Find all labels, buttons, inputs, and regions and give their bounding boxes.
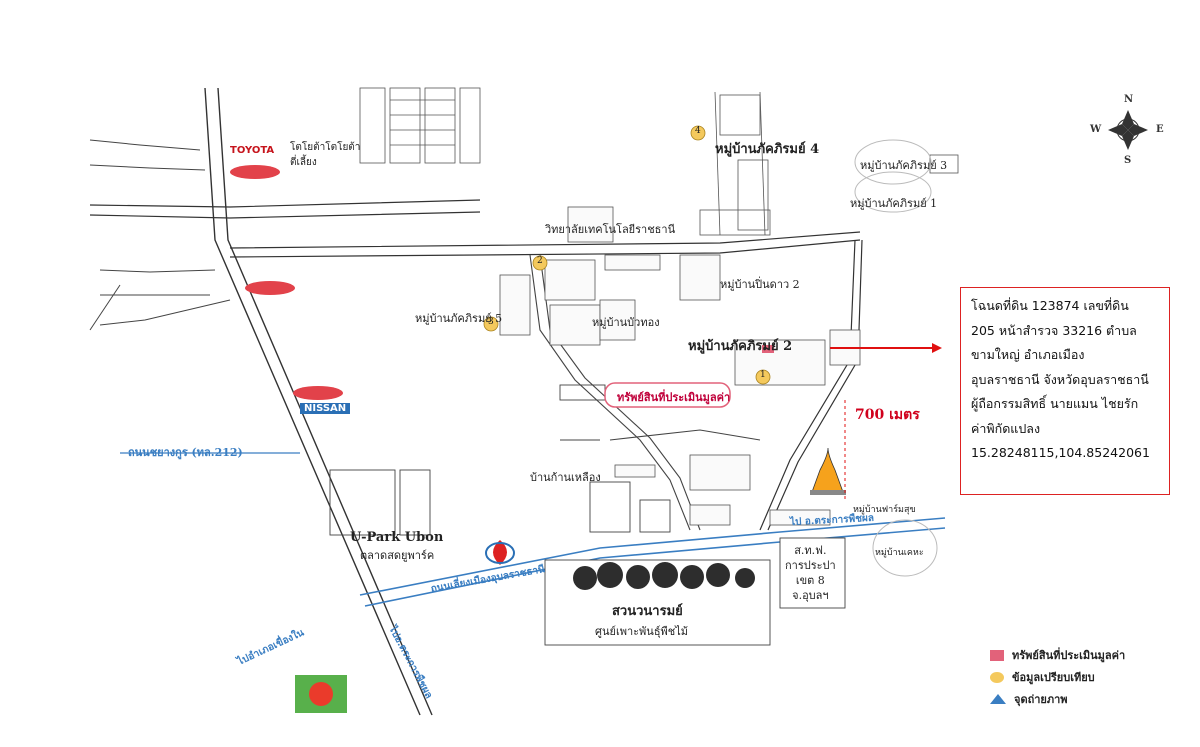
label-village-b: หมู่บ้านภัคภิรมย์ 1	[850, 197, 938, 210]
marker-4: 4	[695, 126, 701, 136]
photo-point-icon	[990, 694, 1006, 704]
ptt-icon	[485, 540, 515, 565]
label-distance: 700 เมตร	[855, 407, 920, 423]
store-logo	[295, 675, 347, 713]
info-line-1: โฉนดที่ดิน 123874 เลขที่ดิน	[971, 298, 1129, 313]
info-line-3: ขามใหญ่ อำเภอเมือง	[971, 347, 1085, 362]
roads-left	[89, 139, 231, 331]
info-line-2: 205 หน้าสำรวจ 33216 ตำบล	[971, 322, 1137, 338]
compass-e: E	[1156, 124, 1164, 135]
label-egat: ส.ท.ฟ. การประปา เขต 8 จ.อุบลฯ	[785, 544, 836, 602]
label-village5: หมู่บ้านภัคภิรมย์ 5	[415, 312, 503, 325]
road-center	[529, 254, 761, 531]
road-east	[759, 239, 863, 531]
marker-1: 1	[760, 370, 766, 380]
label-college: วิทยาลัยเทคโนโลยีราชธานี	[545, 223, 676, 236]
label-village2: หมู่บ้านภัคภิรมย์ 2	[688, 339, 793, 354]
subject-bubble	[604, 382, 731, 408]
label-upark: U-Park Ubon	[350, 530, 444, 545]
label-village-a: หมู่บ้านภัคภิรมย์ 3	[860, 159, 948, 172]
info-line-5: ผู้ถือกรรมสิทธิ์ นายแมน ไชยรัก	[971, 396, 1139, 411]
compass-w: W	[1090, 124, 1102, 135]
label-road-212: ถนนชยางกูร (ทล.212)	[128, 446, 243, 459]
temple-icon	[810, 447, 846, 495]
village-grid-4	[699, 91, 959, 236]
nissan-logo: NISSAN	[300, 403, 351, 414]
car-icons	[230, 165, 343, 400]
legend-photo-label: จุดถ่ายภาพ	[1014, 693, 1068, 706]
legend-comparable-swatch	[990, 671, 1004, 683]
legend-property: ทรัพย์สินที่ประเมินมูลค่า	[990, 646, 1125, 664]
road-horizontal-north	[89, 199, 861, 258]
village-circles	[854, 139, 938, 577]
compass-s: S	[1124, 155, 1132, 166]
label-village-buathong: หมู่บ้านบัวทอง	[592, 316, 660, 329]
label-small-right: หมู่บ้านเคหะ	[875, 548, 924, 558]
ring-road	[359, 517, 946, 607]
comparable-markers	[483, 125, 771, 385]
park-area	[544, 537, 846, 646]
legend-property-label: ทรัพย์สินที่ประเมินมูลค่า	[1012, 649, 1126, 662]
map-frame	[85, 78, 960, 718]
legend-comparable: ข้อมูลเปรียบเทียบ	[990, 668, 1095, 686]
upark-blocks	[329, 384, 671, 536]
label-park-sub: ศูนย์เพาะพันธุ์พืชไม้	[595, 625, 689, 638]
label-village-plan2: หมู่บ้านปิ่นดาว 2	[720, 278, 800, 291]
label-toyota-dealer: โตโยต้าโตโยต้า ตี่เลี้ยง	[290, 142, 361, 168]
toyota-logo: TOYOTA	[230, 145, 275, 156]
highway-212	[204, 87, 433, 716]
info-line-7: 15.28248115,104.85242061	[971, 445, 1150, 460]
legend-property-swatch	[990, 649, 1004, 661]
village-grid-north	[359, 87, 481, 164]
label-upark-sub: ตลาดสดยูพาร์ค	[360, 549, 435, 562]
label-bannfai: บ้านก้านเหลือง	[530, 471, 601, 484]
label-subject-property: ทรัพย์สินที่ประเมินมูลค่า	[617, 391, 731, 404]
compass-n: N	[1124, 94, 1134, 105]
info-line-4: อุบลราชธานี จังหวัดอุบลราชธานี	[971, 371, 1149, 387]
info-line-6: ค่าพิกัดแปลง	[971, 420, 1041, 436]
label-village4: หมู่บ้านภัคภิรมย์ 4	[715, 142, 820, 157]
marker-2: 2	[537, 256, 543, 266]
label-village-drive: หมู่บ้านฟาร์มสุข	[853, 505, 916, 515]
marker-3: 3	[488, 317, 494, 327]
compass-icon	[1108, 110, 1148, 150]
legend-photo: จุดถ่ายภาพ	[990, 690, 1068, 708]
legend-comparable-label: ข้อมูลเปรียบเทียบ	[1012, 671, 1095, 684]
property-info-box: โฉนดที่ดิน 123874 เลขที่ดิน 205 หน้าสำรว…	[960, 287, 1170, 495]
village-grid-5	[499, 206, 721, 346]
subject-marker	[762, 343, 942, 353]
label-park: สวนวนารมย์	[612, 604, 683, 619]
